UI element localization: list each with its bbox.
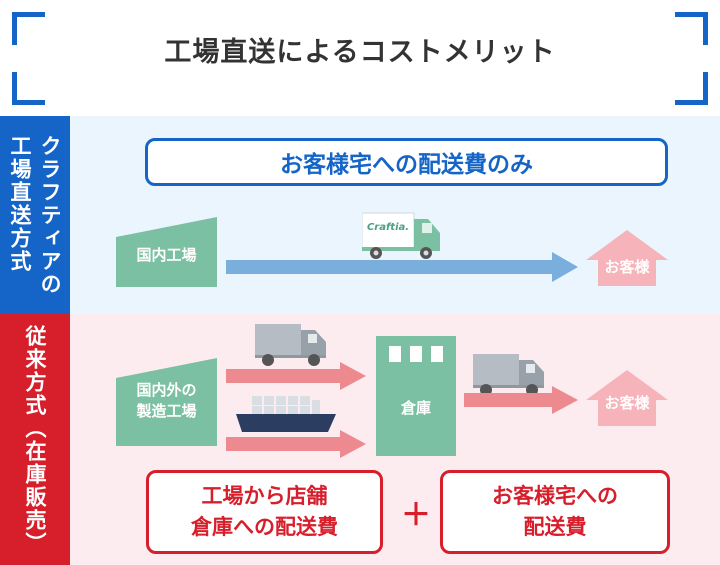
bracket-top-left	[12, 12, 45, 45]
side-label-direct-line: 工場直送方式	[8, 134, 32, 273]
bracket-bottom-right	[675, 72, 708, 105]
side-label-conventional: 従来方式（在庫販売）	[0, 314, 70, 565]
warehouse-window	[431, 346, 443, 362]
side-label-conventional-text: 従来方式（在庫販売）	[23, 324, 47, 555]
factory-domestic-label: 国内工場	[136, 245, 197, 264]
cost-box-customer-delivery: お客様宅への 配送費	[440, 470, 670, 554]
cost-box-line: 工場から店舗	[201, 484, 328, 508]
factory-overseas-line: 製造工場	[136, 402, 197, 420]
customer-house-shape	[586, 230, 668, 286]
warehouse-window	[389, 346, 401, 362]
customer-house-label: お客様	[604, 394, 650, 412]
side-label-direct-line: クラフティアの	[38, 134, 62, 296]
side-label-direct: クラフティアの 工場直送方式	[0, 116, 70, 314]
arrow-factory-ship	[226, 430, 366, 458]
cost-box-factory-warehouse: 工場から店舗 倉庫への配送費	[146, 470, 383, 554]
banner-direct-cost: お客様宅への配送費のみ	[145, 138, 668, 186]
cost-box-line: お客様宅への	[492, 484, 618, 508]
banner-direct-cost-text: お客様宅への配送費のみ	[280, 152, 533, 178]
diagram-title: 工場直送によるコストメリット	[164, 37, 556, 68]
arrow-factory-truck	[226, 362, 366, 390]
truck-icon	[473, 354, 544, 396]
cost-box-line: 配送費	[523, 515, 587, 539]
customer-house-shape	[586, 370, 668, 426]
plus-sign: ＋	[401, 498, 431, 533]
customer-house-label: お客様	[604, 258, 650, 276]
factory-domestic-shape	[116, 217, 217, 287]
arrow-direct	[226, 252, 578, 282]
truck-craftia-icon	[362, 212, 440, 259]
warehouse-window	[410, 346, 422, 362]
truck-logo-text: Craftia.	[366, 222, 410, 233]
ship-icon	[236, 396, 336, 432]
factory-overseas-shape	[116, 358, 217, 446]
truck-icon	[255, 324, 326, 366]
cost-box-line: 倉庫への配送費	[191, 515, 338, 539]
bracket-top-right	[675, 12, 708, 45]
warehouse-label: 倉庫	[400, 398, 431, 417]
factory-overseas-line: 国内外の	[136, 381, 197, 399]
factory-overseas-label: 国内外の 製造工場	[116, 378, 217, 424]
bracket-bottom-left	[12, 72, 45, 105]
arrow-warehouse-customer	[464, 386, 578, 414]
